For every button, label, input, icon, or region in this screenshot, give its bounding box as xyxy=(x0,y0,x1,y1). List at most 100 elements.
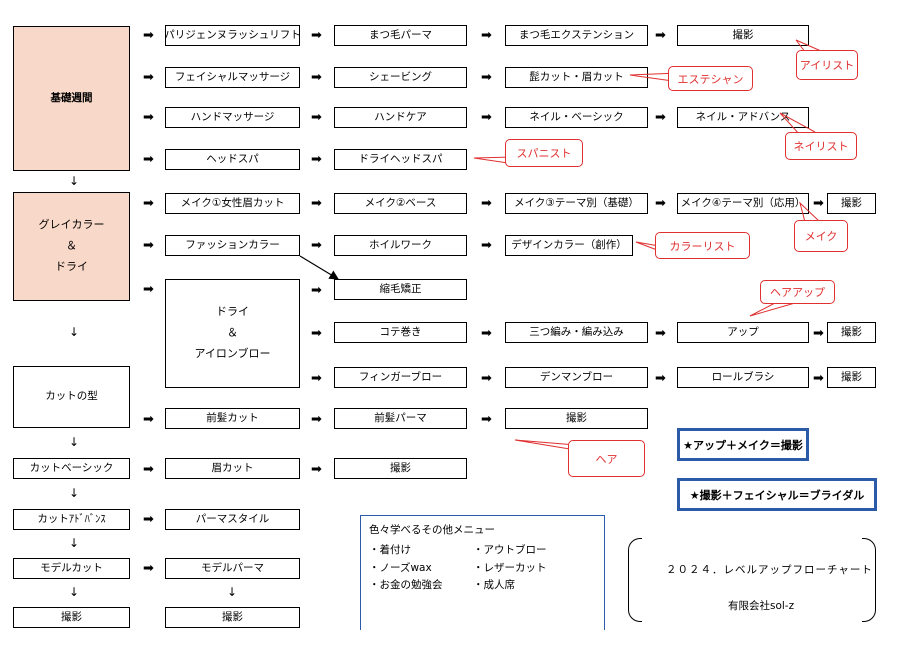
down-arrow-7: ↓ xyxy=(227,585,238,599)
arrow-right: ➡ xyxy=(143,412,154,427)
box-nail-advance: ネイル・アドバンス xyxy=(677,107,809,128)
arrow-right: ➡ xyxy=(311,326,322,341)
box-kiso: 基礎週間 xyxy=(13,26,130,171)
arrow-right: ➡ xyxy=(143,196,154,211)
box-shoot-brow: 撮影 xyxy=(334,458,467,479)
arrow-right: ➡ xyxy=(813,371,824,386)
callout-nailist: ネイリスト xyxy=(785,132,857,160)
arrow-right: ➡ xyxy=(311,462,322,477)
box-make-2: メイク②ベース xyxy=(334,193,467,214)
arrow-right: ➡ xyxy=(813,326,824,341)
box-make-4: メイク④テーマ別（応用） xyxy=(677,193,809,214)
box-gray-color-dry: グレイカラー ＆ ドライ xyxy=(13,192,130,301)
arrow-right: ➡ xyxy=(481,196,492,211)
box-fashion-color: ファッションカラー xyxy=(165,235,300,256)
arrow-right: ➡ xyxy=(311,371,322,386)
chart-title: ２０２４．レベルアップフローチャート xyxy=(666,564,873,576)
arrow-right: ➡ xyxy=(481,70,492,85)
callout-hair: ヘア xyxy=(568,440,645,477)
arrow-right: ➡ xyxy=(143,282,154,297)
arrow-right: ➡ xyxy=(481,238,492,253)
arrow-right: ➡ xyxy=(311,152,322,167)
box-braid: 三つ編み・編み込み xyxy=(505,322,648,343)
down-arrow-3: ↓ xyxy=(69,435,80,449)
arrow-right: ➡ xyxy=(481,28,492,43)
box-updo: アップ xyxy=(677,322,809,343)
box-cut-type: カットの型 xyxy=(13,366,130,428)
bracket-left xyxy=(628,538,642,622)
box-brow-cut: 眉カット xyxy=(165,458,300,479)
box-dry-iron-blow: ドライ ＆ アイロンブロー xyxy=(165,279,300,388)
arrow-right: ➡ xyxy=(311,28,322,43)
box-foil-work: ホイルワーク xyxy=(334,235,467,256)
box-shoot-bottom: 撮影 xyxy=(165,607,300,628)
down-arrow-4: ↓ xyxy=(69,486,80,500)
other-menu-item: ・アウトブロー xyxy=(473,544,547,556)
arrow-right: ➡ xyxy=(481,371,492,386)
arrow-right: ➡ xyxy=(311,196,322,211)
arrow-right: ➡ xyxy=(655,371,666,386)
box-shoot-roll: 撮影 xyxy=(827,367,876,388)
other-menu-item: ・お金の勉強会 xyxy=(369,579,443,591)
arrow-right: ➡ xyxy=(143,238,154,253)
arrow-right: ➡ xyxy=(311,70,322,85)
arrow-right: ➡ xyxy=(311,110,322,125)
box-head-spa: ヘッドスパ xyxy=(165,149,300,170)
arrow-right: ➡ xyxy=(813,196,824,211)
callout-esthetician: エステシャン xyxy=(668,66,753,91)
arrow-right: ➡ xyxy=(143,462,154,477)
box-cut-basic: カットベーシック xyxy=(13,458,130,479)
box-model-perm: モデルパーマ xyxy=(165,558,300,579)
arrow-right: ➡ xyxy=(311,412,322,427)
other-menu-title: 色々学べるその他メニュー xyxy=(369,524,495,536)
arrow-right: ➡ xyxy=(655,28,666,43)
box-finger-blow: フィンガーブロー xyxy=(334,367,467,388)
arrow-right: ➡ xyxy=(655,196,666,211)
box-roll-brush: ロールブラシ xyxy=(677,367,809,388)
other-menu-item: ・着付け xyxy=(369,544,411,556)
box-facial-massage: フェイシャルマッサージ xyxy=(165,67,300,88)
bracket-right xyxy=(862,538,876,622)
arrow-right: ➡ xyxy=(481,110,492,125)
box-shaving: シェービング xyxy=(334,67,467,88)
callout-make: メイク xyxy=(794,220,848,252)
box-perm-style: パーマスタイル xyxy=(165,509,300,530)
arrow-right: ➡ xyxy=(143,28,154,43)
down-arrow-5: ↓ xyxy=(69,536,80,550)
box-beard-brow-cut: 髭カット・眉カット xyxy=(505,67,648,88)
down-arrow-6: ↓ xyxy=(69,585,80,599)
arrow-right: ➡ xyxy=(143,152,154,167)
note-bridal: ★撮影＋フェイシャル＝ブライダル xyxy=(677,478,877,511)
arrow-right: ➡ xyxy=(143,512,154,527)
arrow-right: ➡ xyxy=(655,110,666,125)
arrow-right: ➡ xyxy=(481,326,492,341)
company-name: 有限会社sol-z xyxy=(728,600,795,612)
box-hand-care: ハンドケア xyxy=(334,107,467,128)
arrow-right: ➡ xyxy=(481,412,492,427)
box-lash-perm: まつ毛パーマ xyxy=(334,25,467,46)
arrow-right: ➡ xyxy=(311,283,322,298)
note-up-make-shoot: ★アップ＋メイク＝撮影 xyxy=(677,428,809,461)
box-model-cut: モデルカット xyxy=(13,558,130,579)
box-curling-iron: コテ巻き xyxy=(334,322,467,343)
arrow-right: ➡ xyxy=(143,110,154,125)
box-cut-advance: カットｱﾄﾞﾊﾞﾝｽ xyxy=(13,509,130,530)
callout-eyelist: アイリスト xyxy=(796,50,858,80)
box-bangs-cut: 前髪カット xyxy=(165,408,300,429)
box-parisienne-lash-lift: パリジェンヌラッシュリフト xyxy=(164,25,301,46)
other-menu-item: ・レザーカット xyxy=(473,562,547,574)
callout-colorist: カラーリスト xyxy=(655,232,750,259)
arrow-right: ➡ xyxy=(655,326,666,341)
other-menu-item: ・ノーズwax xyxy=(369,562,432,574)
box-shoot-bangs: 撮影 xyxy=(505,408,648,429)
box-bangs-perm: 前髪パーマ xyxy=(334,408,467,429)
box-straightening: 縮毛矯正 xyxy=(334,279,467,300)
box-make-3: メイク③テーマ別（基礎） xyxy=(505,193,648,214)
box-dry-head-spa: ドライヘッドスパ xyxy=(334,149,467,170)
box-make-1: メイク①女性眉カット xyxy=(165,193,300,214)
down-arrow-1: ↓ xyxy=(69,174,80,188)
callout-spanist: スパニスト xyxy=(505,139,583,167)
arrow-right: ➡ xyxy=(311,238,322,253)
box-shoot-left: 撮影 xyxy=(13,607,130,628)
other-menu-item: ・成人席 xyxy=(473,579,515,591)
